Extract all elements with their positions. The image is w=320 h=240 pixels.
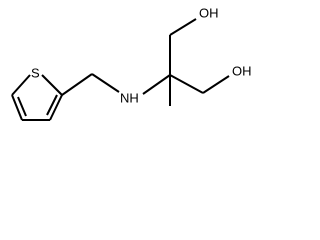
bond-c2-s bbox=[41, 74, 63, 96]
bond-s-c5 bbox=[11, 74, 31, 96]
amine-label: NH bbox=[120, 90, 139, 105]
sulfur-label: S bbox=[31, 65, 40, 80]
bond-c3-c2 bbox=[49, 94, 63, 121]
bond-c5-c4 bbox=[11, 94, 23, 121]
bond-c5-c4-inner bbox=[17, 96, 27, 117]
hydroxyl-bottom-label: OH bbox=[232, 63, 252, 78]
hydroxyl-top-label: OH bbox=[199, 5, 219, 20]
molecule-structure: S NH OH OH bbox=[11, 5, 252, 121]
bond-c3-c2-inner bbox=[46, 94, 58, 116]
bond-ch2-oh-lower bbox=[202, 75, 230, 94]
bond-ch2-n bbox=[91, 73, 120, 93]
bond-cq-ch2-lower bbox=[169, 74, 204, 94]
bond-ch2-oh-upper bbox=[169, 18, 197, 36]
bond-n-cq bbox=[142, 74, 171, 95]
thiophene-ring bbox=[11, 74, 63, 121]
bond-ring-ch2 bbox=[61, 73, 93, 96]
